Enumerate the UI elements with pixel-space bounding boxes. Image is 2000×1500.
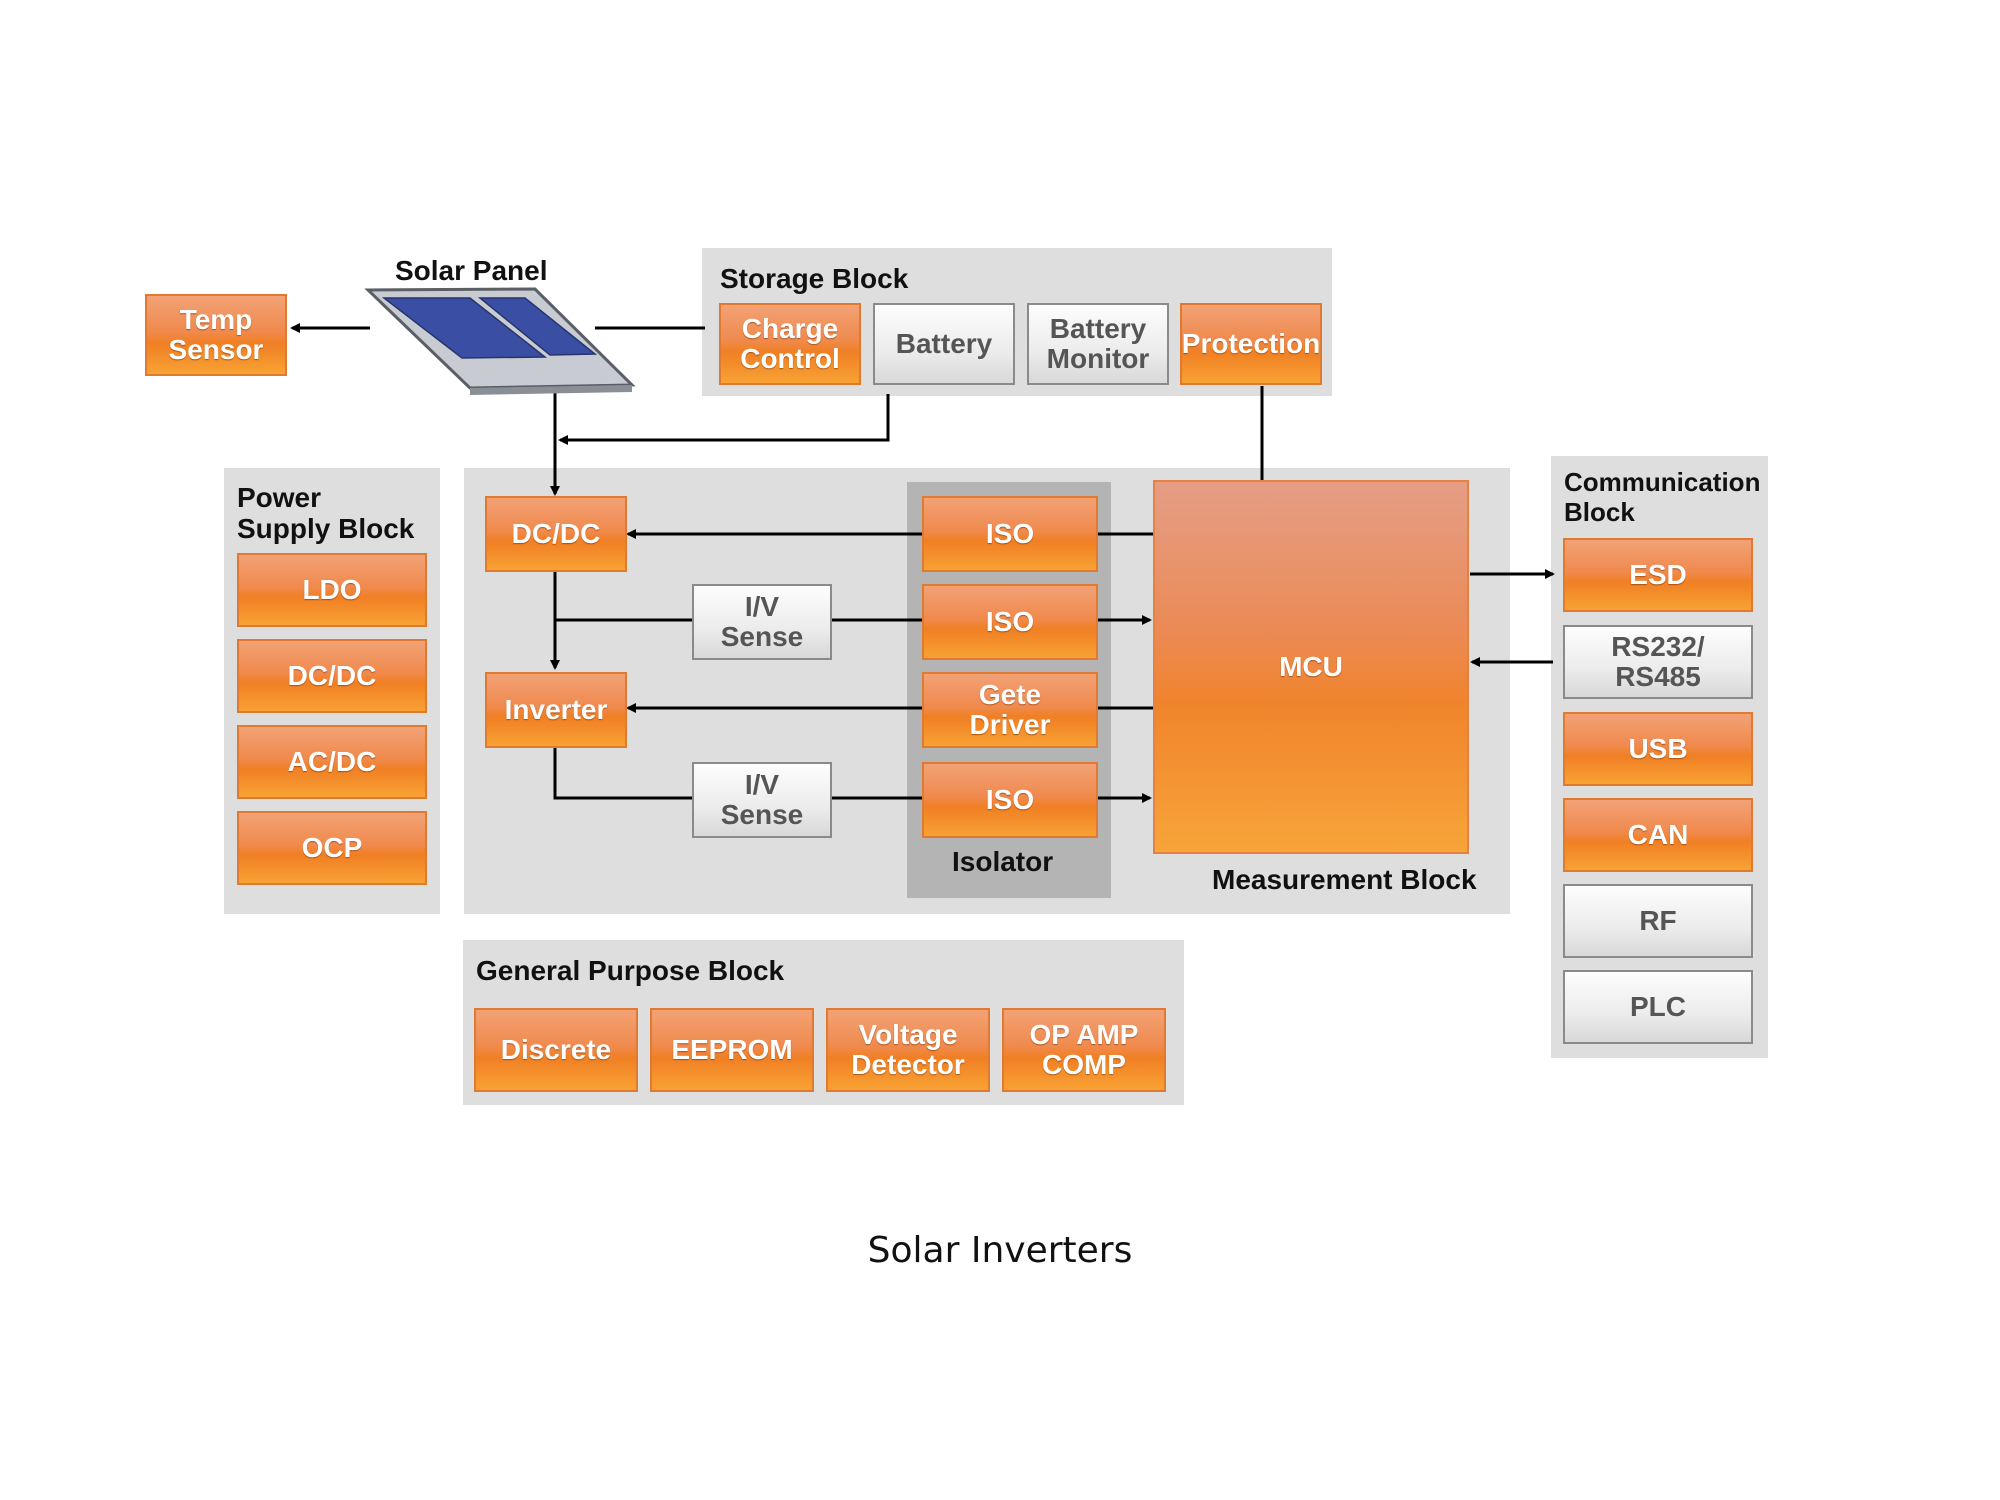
iv-sense-1-box: I/V Sense: [692, 584, 832, 660]
rf-box: RF: [1563, 884, 1753, 958]
communication-block-title: Communication Block: [1564, 467, 1761, 527]
charge-control-box: Charge Control: [719, 303, 861, 385]
esd-box: ESD: [1563, 538, 1753, 612]
power-supply-block-title: Power Supply Block: [237, 482, 415, 544]
wire-inverter-to-ivsense2: [553, 748, 692, 800]
solar-panel-label: Solar Panel: [395, 255, 548, 286]
temp-sensor-box: Temp Sensor: [145, 294, 287, 376]
can-box: CAN: [1563, 798, 1753, 872]
acdc-box: AC/DC: [237, 725, 427, 799]
eeprom-box: EEPROM: [650, 1008, 814, 1092]
op-amp-comp-box: OP AMP COMP: [1002, 1008, 1166, 1092]
inverter-box: Inverter: [485, 672, 627, 748]
protection-box: Protection: [1180, 303, 1322, 385]
iso-4-box: ISO: [922, 762, 1098, 838]
battery-monitor-box: Battery Monitor: [1027, 303, 1169, 385]
iso-2-box: ISO: [922, 584, 1098, 660]
rs232-rs485-box: RS232/ RS485: [1563, 625, 1753, 699]
ocp-box: OCP: [237, 811, 427, 885]
solar-panel-icon: [364, 287, 636, 395]
isolator-title: Isolator: [952, 846, 1054, 877]
voltage-detector-box: Voltage Detector: [826, 1008, 990, 1092]
measurement-block-title: Measurement Block: [1212, 864, 1477, 895]
mcu-box: MCU: [1153, 480, 1469, 854]
discrete-box: Discrete: [474, 1008, 638, 1092]
general-purpose-block-title: General Purpose Block: [476, 955, 785, 986]
usb-box: USB: [1563, 712, 1753, 786]
iv-sense-2-box: I/V Sense: [692, 762, 832, 838]
power-dcdc-box: DC/DC: [237, 639, 427, 713]
battery-box: Battery: [873, 303, 1015, 385]
plc-box: PLC: [1563, 970, 1753, 1044]
ldo-box: LDO: [237, 553, 427, 627]
gate-driver-box: Gete Driver: [922, 672, 1098, 748]
iso-1-box: ISO: [922, 496, 1098, 572]
slide-caption: Solar Inverters: [867, 1230, 1133, 1271]
dcdc-box: DC/DC: [485, 496, 627, 572]
storage-block-title: Storage Block: [720, 263, 909, 294]
wire-battery-to-dcdc: [558, 394, 890, 445]
